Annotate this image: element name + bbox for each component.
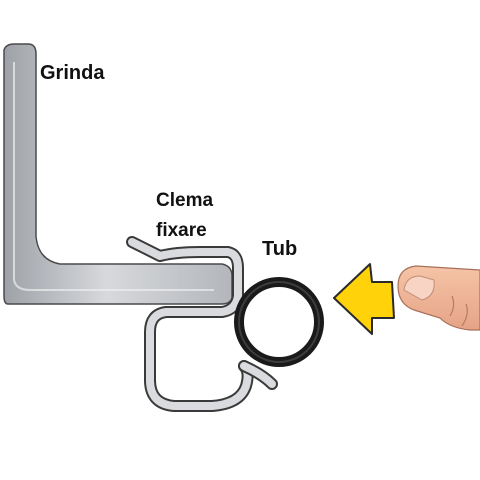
beam-vertical (3, 43, 233, 305)
finger-crease-2 (461, 303, 468, 327)
finger-nail (403, 275, 435, 301)
finger-body (397, 265, 480, 331)
clip-tail (240, 362, 276, 388)
tube (234, 277, 324, 367)
beam-highlight (13, 62, 214, 291)
beam-label: Grinda (40, 62, 105, 84)
tube-label: Tub (262, 238, 298, 260)
clip-label-line2: fixare (156, 220, 207, 241)
clip-label-line1: Clema (156, 190, 214, 211)
beam (3, 43, 233, 305)
finger-icon (397, 265, 480, 331)
fixing-clip (126, 236, 278, 412)
clip-body (128, 238, 252, 410)
tube-ring-highlight (238, 281, 320, 363)
push-arrow-icon (333, 263, 395, 335)
finger-crease (449, 295, 455, 317)
